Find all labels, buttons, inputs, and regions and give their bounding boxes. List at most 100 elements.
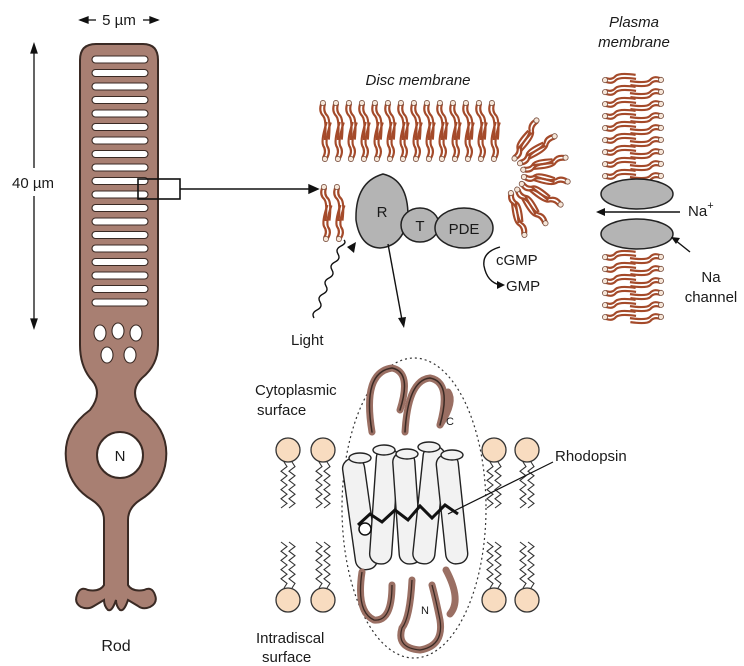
lipid-head [387, 156, 393, 162]
phospholipid-head [276, 588, 300, 612]
rod-label: Rod [101, 638, 130, 655]
lipid-head [658, 113, 664, 119]
lipid-head [533, 117, 540, 124]
lipid-head [476, 100, 482, 106]
rod-disc [92, 245, 148, 252]
rod-disc [92, 164, 148, 171]
lipid-head [602, 302, 608, 308]
lipid-molecule [333, 184, 344, 221]
transducin-t-label: T [415, 218, 424, 235]
lipid-head [465, 156, 471, 162]
phospholipid-tail [316, 542, 322, 588]
phospholipid-head [482, 588, 506, 612]
lipid-head [658, 278, 664, 284]
rod-disc [92, 286, 148, 293]
lipid-molecule [345, 100, 357, 140]
rod-disc [92, 205, 148, 212]
phospholipid-tail [528, 462, 534, 508]
rod-disc [92, 232, 148, 239]
phospholipid-tail [495, 542, 501, 588]
lipid-molecule [358, 100, 370, 140]
intradiscal-label-1: Intradiscal [256, 630, 324, 647]
lipid-head [658, 101, 664, 107]
light-label: Light [291, 332, 324, 349]
lipid-head [491, 156, 497, 162]
lipid-head [478, 156, 484, 162]
lipid-molecule [320, 184, 331, 221]
phospholipid-tail [289, 542, 295, 588]
lipid-head [335, 156, 341, 162]
phospholipid-tail [316, 462, 322, 508]
lipid-head [602, 290, 608, 296]
plasma-membrane-lower [602, 250, 664, 325]
lipid-head [323, 236, 329, 242]
rhodopsin-leader-line [448, 462, 553, 514]
disc-membrane-label: Disc membrane [365, 72, 470, 89]
rod-disc [92, 218, 148, 225]
na-channel-upper [601, 179, 673, 209]
phospholipid-head [276, 438, 300, 462]
lipid-molecule [475, 100, 487, 140]
lipid-head [658, 149, 664, 155]
rod-vesicle [124, 347, 136, 363]
phospholipid-tail [289, 462, 295, 508]
lipid-head [426, 156, 432, 162]
phospholipid-tail [528, 542, 534, 588]
plasma-membrane-upper [602, 73, 664, 184]
lipid-molecule [371, 100, 383, 140]
lipid-molecule [423, 100, 435, 140]
lipid-head [602, 254, 608, 260]
n-terminus-label: N [421, 605, 429, 617]
lipid-head [602, 125, 608, 131]
lipid-head [658, 254, 664, 260]
phospholipid-head [311, 438, 335, 462]
lipid-head [385, 100, 391, 106]
lipid-head [346, 100, 352, 106]
rhodopsin-label: Rhodopsin [555, 448, 627, 465]
lipid-molecule [449, 100, 461, 140]
lipid-head [334, 184, 340, 190]
phospholipid-tail [487, 462, 493, 508]
rhodopsin-zoom-arrow [388, 244, 402, 320]
phospholipid-head [311, 588, 335, 612]
width-scale-label: 5 µm [102, 12, 136, 29]
na-channel-label-1: Na [701, 269, 721, 286]
phospholipid-tail [520, 542, 526, 588]
rod-disc [92, 137, 148, 144]
rhodopsin-r-label: R [377, 204, 388, 221]
rod-vesicle [112, 323, 124, 339]
phospholipid-head [515, 438, 539, 462]
lipid-molecule [384, 100, 396, 140]
rod-disc [92, 299, 148, 306]
lipid-head [348, 156, 354, 162]
cgmp-label: cGMP [496, 252, 538, 269]
rod-disc [92, 151, 148, 158]
lipid-head [437, 100, 443, 106]
lipid-head [565, 179, 571, 185]
lipid-head [413, 156, 419, 162]
rod-disc [92, 56, 148, 63]
phospholipid-head [515, 588, 539, 612]
lipid-head [602, 266, 608, 272]
lipid-molecule [410, 100, 422, 140]
lipid-head [333, 100, 339, 106]
rhodopsin-structure [341, 358, 553, 658]
lipid-head [511, 155, 518, 162]
lipid-molecule [462, 100, 474, 140]
lipid-head [602, 89, 608, 95]
lipid-head [602, 77, 608, 83]
light-wavy-arrow [313, 240, 345, 318]
lipid-molecule [436, 100, 448, 140]
lipid-head [424, 100, 430, 106]
lipid-head [411, 100, 417, 106]
rod-disc [92, 83, 148, 90]
phospholipid-head [482, 438, 506, 462]
lipid-head [463, 100, 469, 106]
phospholipid-tail [324, 542, 330, 588]
phospholipid-tail [487, 542, 493, 588]
lipid-head [602, 101, 608, 107]
lipid-head [658, 302, 664, 308]
c-terminus-label: C [446, 416, 454, 428]
rod-disc [92, 110, 148, 117]
